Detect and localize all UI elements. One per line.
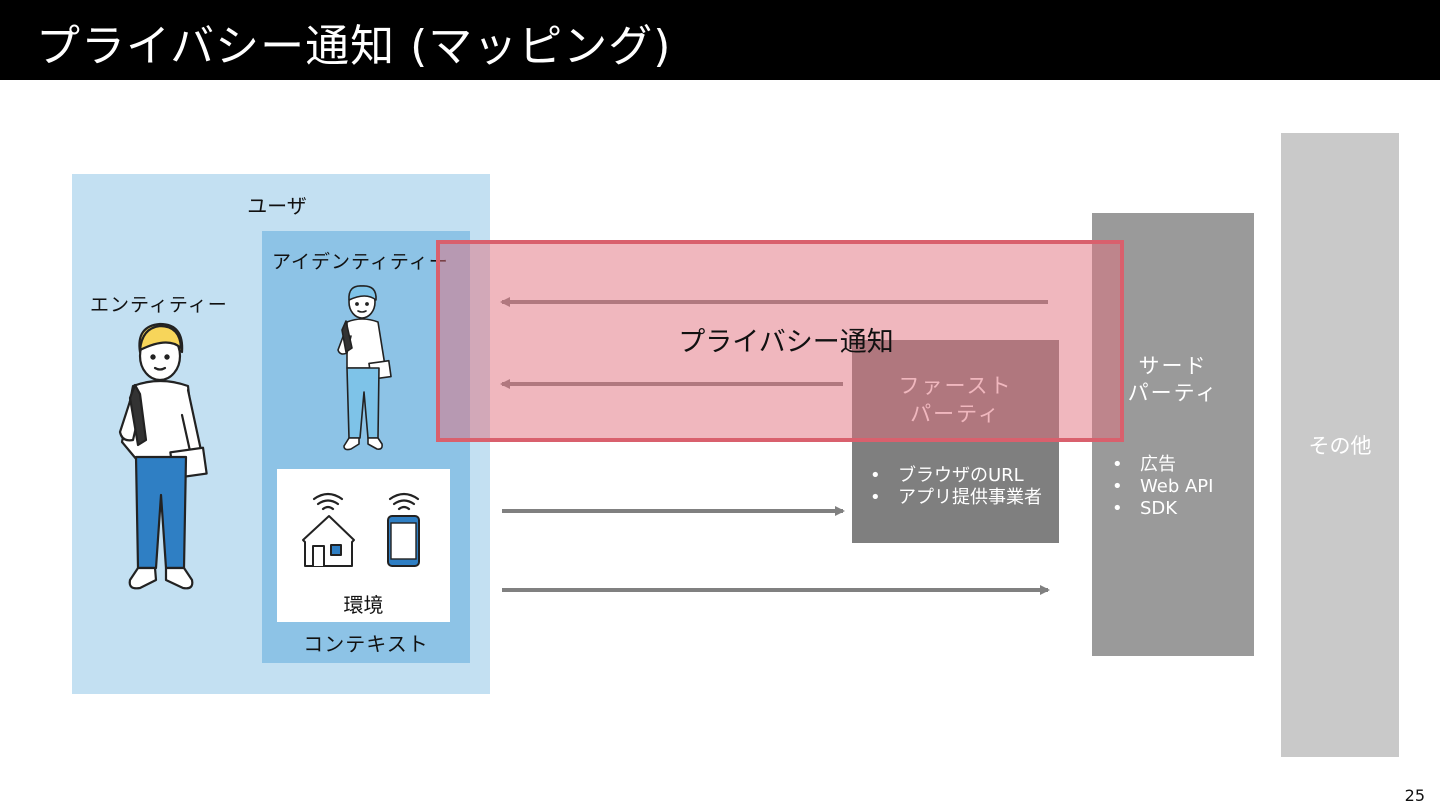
house-icon bbox=[302, 515, 355, 567]
third-party-title-line2: パーティ bbox=[1127, 381, 1219, 405]
other-label: その他 bbox=[1308, 434, 1372, 458]
other-box bbox=[1281, 133, 1399, 757]
page-title: プライバシー通知 (マッピング) bbox=[36, 21, 672, 72]
list-item: ブラウザのURL bbox=[870, 465, 1042, 487]
first-party-list: ブラウザのURL アプリ提供事業者 bbox=[870, 465, 1042, 509]
privacy-notice-label: プライバシー通知 bbox=[678, 327, 894, 358]
wifi-icon bbox=[388, 492, 420, 511]
wifi-icon bbox=[312, 492, 344, 511]
entity-person-icon bbox=[118, 322, 208, 590]
identity-person-icon bbox=[337, 285, 392, 451]
entity-label: エンティティー bbox=[90, 294, 228, 316]
environment-label: 環境 bbox=[343, 593, 384, 617]
third-party-list: 広告 Web API SDK bbox=[1112, 454, 1213, 520]
smartphone-icon bbox=[387, 515, 420, 567]
page-number: 25 bbox=[1404, 786, 1425, 805]
user-label: ユーザ bbox=[247, 194, 307, 218]
third-party-title-line1: サード bbox=[1138, 354, 1208, 378]
list-item: 広告 bbox=[1112, 454, 1213, 476]
list-item: アプリ提供事業者 bbox=[870, 487, 1042, 509]
context-label: コンテキスト bbox=[303, 632, 429, 656]
third-party-title: サード パーティ bbox=[1092, 353, 1254, 407]
list-item: Web API bbox=[1112, 476, 1213, 498]
title-bar: プライバシー通知 (マッピング) bbox=[0, 0, 1440, 80]
privacy-notice-overlay bbox=[436, 240, 1124, 442]
identity-label: アイデンティティー bbox=[272, 251, 449, 273]
list-item: SDK bbox=[1112, 498, 1213, 520]
